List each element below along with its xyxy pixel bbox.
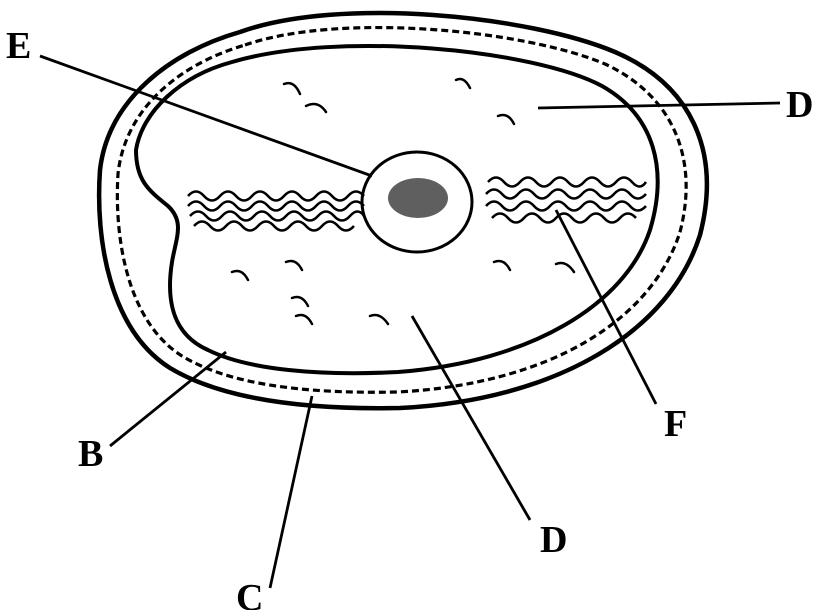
leader-line-c — [270, 396, 312, 588]
left-wavy-fibers — [188, 192, 364, 231]
leader-line-f — [556, 210, 656, 404]
label-f: F — [664, 403, 687, 445]
label-d-bottom: D — [540, 519, 567, 561]
leader-line-e — [40, 56, 372, 176]
leader-line-d-bottom — [412, 316, 530, 520]
right-wavy-fibers — [486, 178, 646, 223]
leader-lines — [40, 56, 780, 588]
nucleolus — [388, 178, 448, 218]
label-c: C — [236, 577, 263, 610]
label-d-top: D — [786, 84, 813, 126]
label-b: B — [78, 433, 103, 475]
label-e: E — [6, 25, 31, 67]
